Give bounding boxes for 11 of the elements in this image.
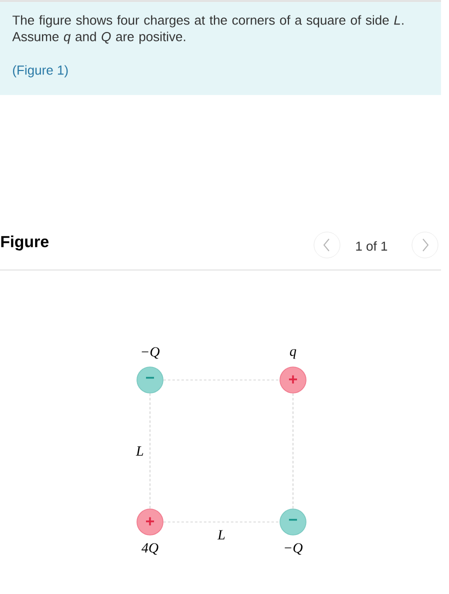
charge-label: q [290,349,296,359]
intro-text: The figure shows four charges at the corners of a square of side L. Assume q and Q are positive. [12,15,404,44]
dashed-line [292,393,294,509]
charge-label: −Q [284,543,303,555]
charge-label: −Q [142,347,160,359]
figure-link: (Figure 1) [13,65,68,78]
side-length-label: L [216,528,228,542]
side-length-label: L [134,444,146,458]
figure-heading: Figure [1,236,49,250]
page-counter: 1 of 1 [356,241,388,251]
charge-label: 4Q [141,543,158,555]
